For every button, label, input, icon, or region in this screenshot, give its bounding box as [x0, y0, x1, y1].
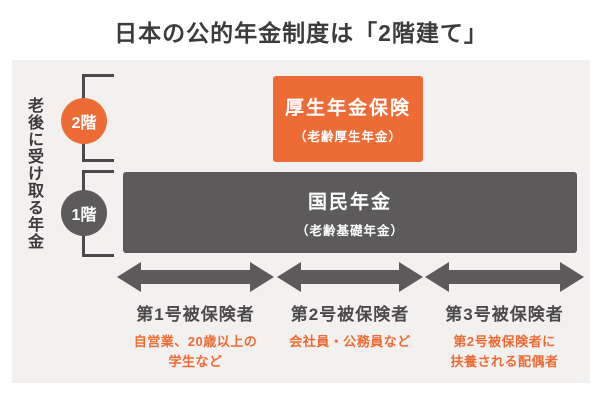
description-line: 会社員・公務員など	[289, 334, 411, 349]
tier1-floor-badge: 1階	[61, 190, 107, 236]
group-description: 第2号被保険者に 扶養される配偶者	[450, 332, 558, 372]
tier2-subname: （老齢厚生年金）	[293, 130, 402, 144]
group-description: 会社員・公務員など	[289, 332, 411, 352]
group-label: 第2号被保険者	[290, 305, 410, 324]
arrow-left-head-icon	[425, 262, 449, 292]
tier2-floor-badge: 2階	[61, 98, 107, 144]
description-line: 扶養される配偶者	[450, 354, 559, 370]
arrow-right-head-icon	[250, 262, 274, 292]
arrow-shaft	[449, 270, 560, 284]
description-line: 自営業、20歳以上の	[133, 334, 258, 349]
tier2-name: 厚生年金保険	[284, 98, 411, 119]
range-arrow-icon	[277, 262, 423, 292]
group-description: 自営業、20歳以上の 学生など	[134, 332, 257, 372]
range-arrow-icon	[425, 262, 584, 292]
insured-group-2: 第2号被保険者 会社員・公務員など	[277, 262, 423, 352]
arrow-right-head-icon	[560, 262, 584, 292]
insured-group-1: 第1号被保険者 自営業、20歳以上の 学生など	[117, 262, 274, 372]
tier1-name: 国民年金	[307, 191, 392, 213]
group-label: 第3号被保険者	[445, 305, 564, 324]
arrow-left-head-icon	[117, 262, 141, 292]
side-axis-label: 老後に受け取る年金	[25, 97, 42, 250]
tier1-subname: （老齢基礎年金）	[295, 223, 404, 238]
range-arrow-icon	[117, 262, 274, 292]
insured-group-3: 第3号被保険者 第2号被保険者に 扶養される配偶者	[425, 262, 584, 372]
arrow-left-head-icon	[277, 262, 301, 292]
description-line: 第2号被保険者に	[453, 334, 556, 349]
group-label: 第1号被保険者	[136, 305, 255, 324]
arrow-right-head-icon	[399, 262, 423, 292]
page-title: 日本の公的年金制度は「2階建て」	[114, 20, 488, 46]
arrow-shaft	[301, 270, 399, 284]
tier2-box-kosei-nenkin: 厚生年金保険 （老齢厚生年金）	[273, 76, 423, 162]
description-line: 学生など	[168, 354, 223, 370]
arrow-shaft	[141, 270, 250, 284]
tier1-box-kokumin-nenkin: 国民年金 （老齢基礎年金）	[123, 172, 577, 253]
